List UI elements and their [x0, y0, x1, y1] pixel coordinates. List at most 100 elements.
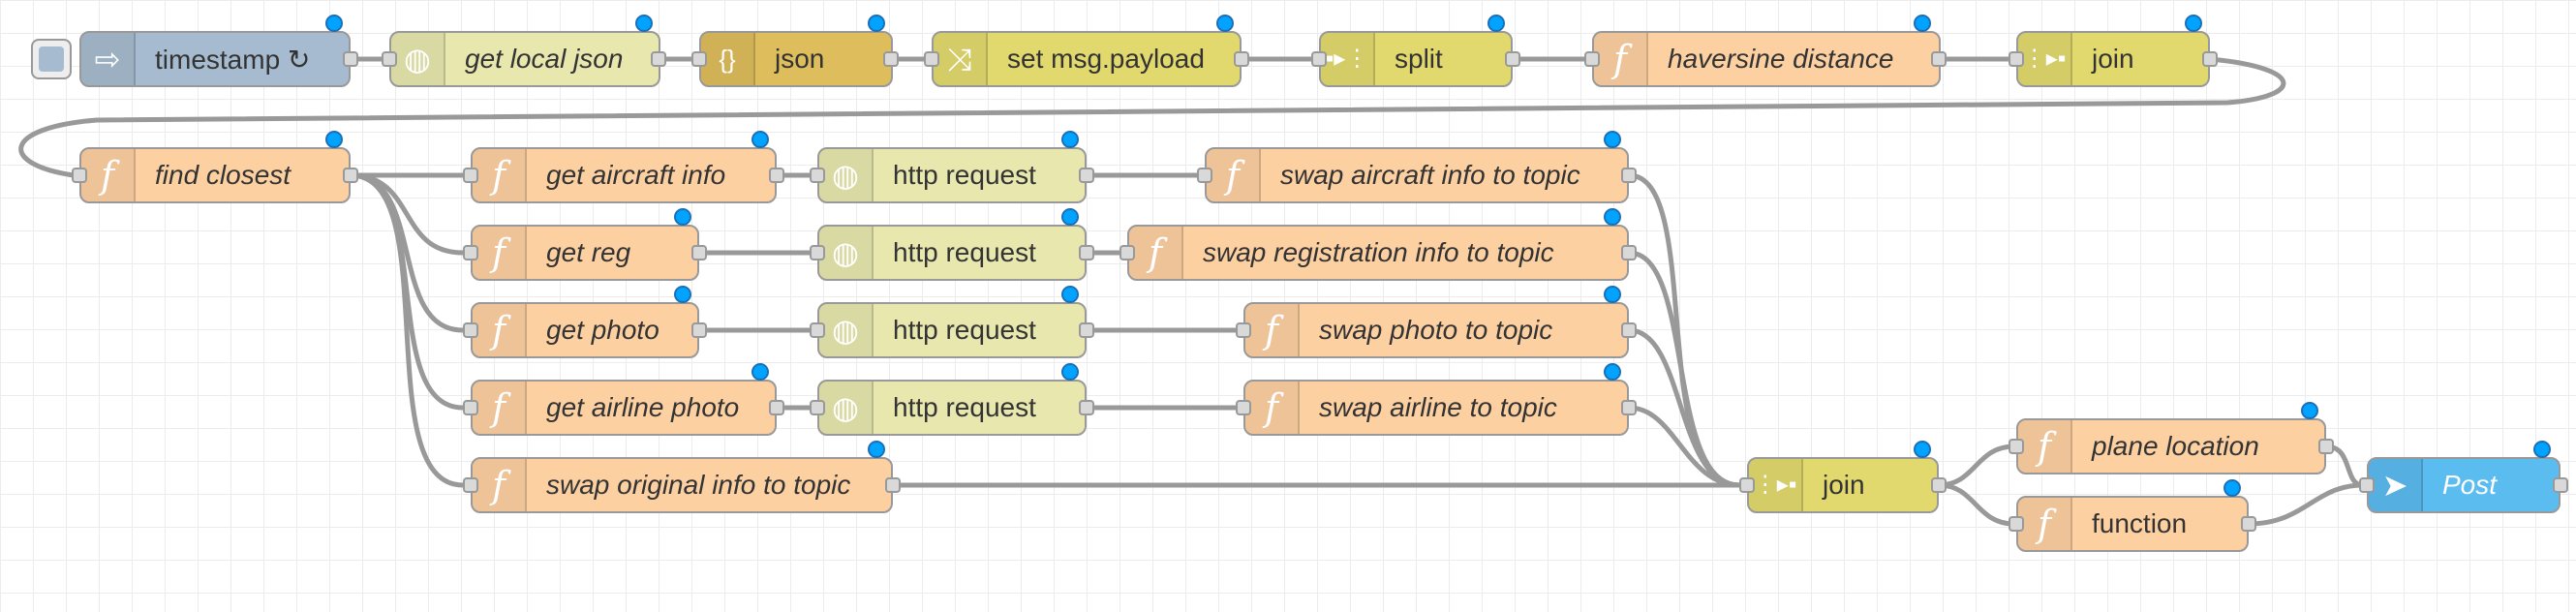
join-icon: ⋮▸▪	[1749, 459, 1803, 511]
input-port[interactable]	[1236, 400, 1251, 415]
changed-indicator	[2185, 15, 2202, 32]
node-swap-registration-info[interactable]: f swap registration info to topic	[1127, 225, 1629, 281]
node-http-request-4[interactable]: ◍ http request	[817, 380, 1087, 436]
function-icon: f	[473, 304, 527, 356]
node-timestamp[interactable]: ⇨ timestamp ↻	[79, 31, 351, 87]
input-port[interactable]	[463, 245, 478, 260]
function-icon: f	[473, 382, 527, 434]
wire	[1628, 327, 1740, 488]
changed-indicator	[868, 15, 885, 32]
node-get-reg[interactable]: f get reg	[471, 225, 699, 281]
input-port[interactable]	[1197, 168, 1212, 183]
node-get-aircraft-info[interactable]: f get aircraft info	[471, 147, 777, 203]
output-port[interactable]	[885, 477, 901, 493]
output-port[interactable]	[1079, 400, 1094, 415]
globe-icon: ◍	[819, 304, 874, 356]
output-port[interactable]	[1505, 51, 1520, 67]
changed-indicator	[751, 131, 769, 148]
node-http-request-1[interactable]: ◍ http request	[817, 147, 1087, 203]
node-get-local-json[interactable]: ◍ get local json	[389, 31, 660, 87]
node-plane-location[interactable]: f plane location	[2016, 418, 2326, 474]
changed-indicator	[1914, 15, 1931, 32]
node-function[interactable]: f function	[2016, 496, 2249, 552]
node-http-request-3[interactable]: ◍ http request	[817, 302, 1087, 358]
output-port[interactable]	[691, 245, 707, 260]
input-port[interactable]	[1311, 51, 1327, 67]
node-label: get reg	[546, 237, 631, 267]
input-port[interactable]	[463, 477, 478, 493]
node-label: haversine distance	[1668, 44, 1894, 74]
output-port[interactable]	[1621, 400, 1637, 415]
node-join-2[interactable]: ⋮▸▪ join	[1747, 457, 1939, 513]
input-port[interactable]	[382, 51, 397, 67]
input-port[interactable]	[463, 168, 478, 183]
output-port[interactable]	[1079, 322, 1094, 338]
node-haversine-distance[interactable]: f haversine distance	[1592, 31, 1941, 87]
input-port[interactable]	[2009, 516, 2024, 532]
input-port[interactable]	[1119, 245, 1135, 260]
output-port[interactable]	[2553, 477, 2568, 493]
input-port[interactable]	[810, 400, 825, 415]
output-port[interactable]	[1079, 168, 1094, 183]
function-icon: f	[473, 459, 527, 511]
node-join[interactable]: ⋮▸▪ join	[2016, 31, 2210, 87]
input-port[interactable]	[463, 322, 478, 338]
globe-icon: ◍	[819, 149, 874, 201]
inject-trigger-button[interactable]	[31, 39, 72, 79]
output-port[interactable]	[343, 168, 358, 183]
input-port[interactable]	[810, 245, 825, 260]
changed-indicator	[1061, 363, 1079, 381]
input-port[interactable]	[72, 168, 87, 183]
output-port[interactable]	[1621, 168, 1637, 183]
function-icon: f	[1245, 304, 1300, 356]
function-icon: f	[1594, 33, 1648, 85]
changed-indicator	[868, 441, 885, 458]
output-port[interactable]	[343, 51, 358, 67]
input-port[interactable]	[810, 322, 825, 338]
input-port[interactable]	[1584, 51, 1600, 67]
node-post[interactable]: ➤ Post	[2367, 457, 2561, 513]
input-port[interactable]	[924, 51, 939, 67]
output-port[interactable]	[883, 51, 899, 67]
output-port[interactable]	[1234, 51, 1249, 67]
node-http-request-2[interactable]: ◍ http request	[817, 225, 1087, 281]
node-set-msg-payload[interactable]: ⤨ set msg.payload	[932, 31, 1242, 87]
output-port[interactable]	[1621, 322, 1637, 338]
output-port[interactable]	[2202, 51, 2218, 67]
input-port[interactable]	[810, 168, 825, 183]
node-get-airline-photo[interactable]: f get airline photo	[471, 380, 777, 436]
output-port[interactable]	[2241, 516, 2256, 532]
node-label: set msg.payload	[1007, 44, 1205, 74]
input-port[interactable]	[2359, 477, 2375, 493]
node-find-closest[interactable]: f find closest	[79, 147, 351, 203]
node-label: http request	[893, 392, 1036, 422]
input-port[interactable]	[2009, 51, 2024, 67]
output-port[interactable]	[1621, 245, 1637, 260]
changed-indicator	[674, 286, 691, 303]
output-port[interactable]	[769, 400, 784, 415]
input-port[interactable]	[691, 51, 707, 67]
changed-indicator	[1604, 131, 1621, 148]
output-port[interactable]	[691, 322, 707, 338]
input-port[interactable]	[1739, 477, 1755, 493]
output-port[interactable]	[1079, 245, 1094, 260]
output-port[interactable]	[2318, 439, 2334, 454]
changed-indicator	[751, 363, 769, 381]
input-port[interactable]	[2009, 439, 2024, 454]
node-split[interactable]: ▪▸⋮ split	[1319, 31, 1513, 87]
changed-indicator	[1914, 441, 1931, 458]
node-swap-photo[interactable]: f swap photo to topic	[1243, 302, 1629, 358]
node-swap-airline[interactable]: f swap airline to topic	[1243, 380, 1629, 436]
input-port[interactable]	[463, 400, 478, 415]
output-port[interactable]	[769, 168, 784, 183]
node-swap-aircraft-info[interactable]: f swap aircraft info to topic	[1205, 147, 1629, 203]
node-swap-original-info[interactable]: f swap original info to topic	[471, 457, 893, 513]
output-port[interactable]	[1931, 477, 1947, 493]
function-icon: f	[81, 149, 136, 201]
output-port[interactable]	[651, 51, 666, 67]
input-port[interactable]	[1236, 322, 1251, 338]
node-json[interactable]: {} json	[699, 31, 893, 87]
output-port[interactable]	[1931, 51, 1947, 67]
node-get-photo[interactable]: f get photo	[471, 302, 699, 358]
